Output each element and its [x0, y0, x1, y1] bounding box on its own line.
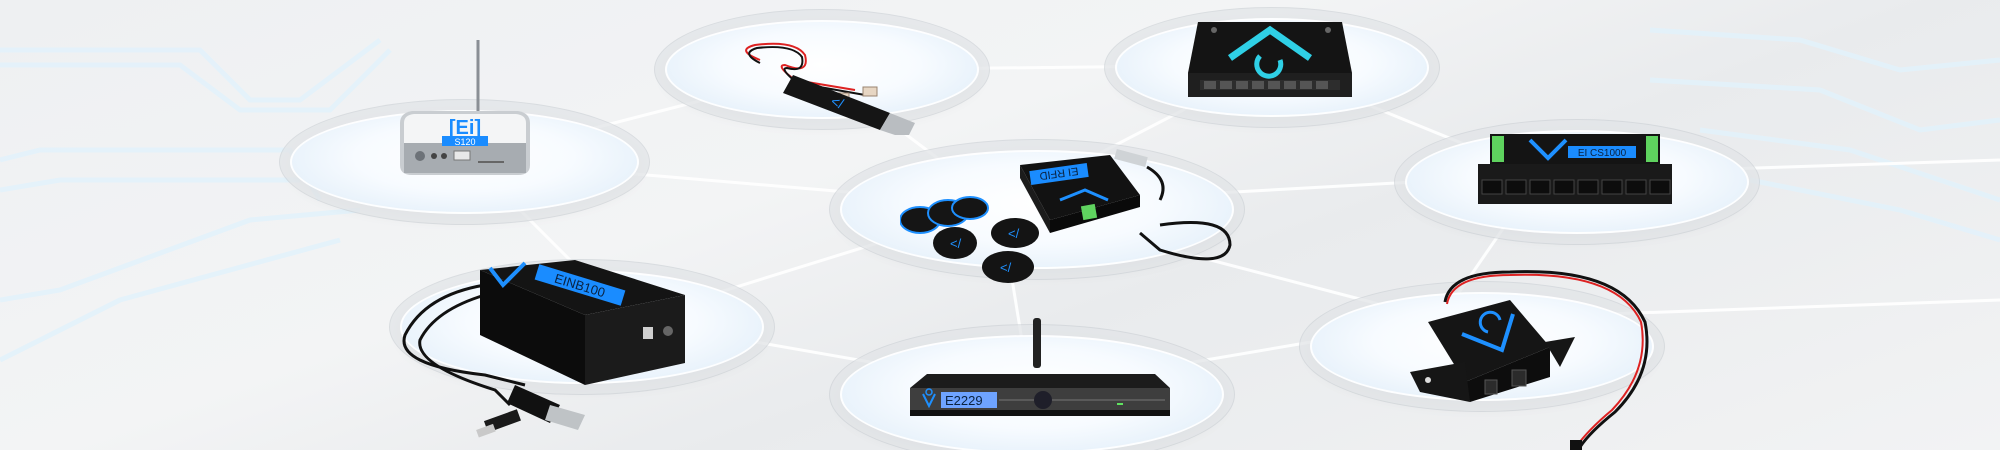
controller-hub — [1188, 22, 1352, 97]
model-label: E2229 — [945, 393, 983, 408]
svg-text:</: </ — [1000, 260, 1012, 275]
media-player-e2229: E2229 — [910, 318, 1170, 416]
model-label: S120 — [454, 137, 475, 147]
network-bridge-einb100: EINB100 — [402, 260, 685, 438]
rfid-key-fobs: </ </ </ — [900, 196, 1039, 283]
model-label: EI CS1000 — [1578, 148, 1627, 159]
rfid-reader-kit: EI RFID </ </ </ — [900, 149, 1232, 283]
switch-module — [1410, 270, 1649, 450]
model-label: EI RFID — [1039, 164, 1079, 181]
brand-logo: [Ei] — [449, 117, 481, 139]
svg-text:</: </ — [950, 236, 962, 251]
svg-text:</: </ — [829, 93, 846, 112]
set-top-box-s120: [Ei] S120 — [400, 40, 530, 175]
usb-cable-interface: </ — [745, 42, 915, 135]
svg-text:</: </ — [1008, 226, 1020, 241]
channel-controller-cs1000: EI CS1000 — [1478, 134, 1672, 204]
